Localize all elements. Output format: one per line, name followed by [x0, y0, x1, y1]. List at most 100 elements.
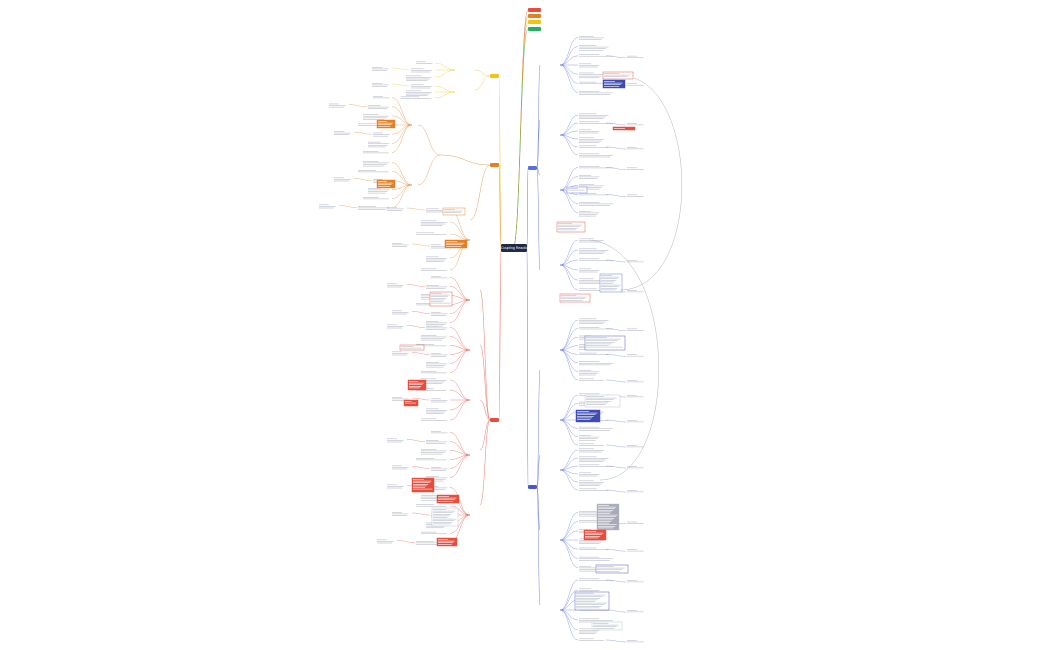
red-outline-box [429, 291, 453, 307]
box-text [597, 571, 620, 572]
text-placeholder [426, 443, 446, 444]
text-placeholder [627, 261, 644, 263]
text-placeholder [627, 83, 637, 84]
branch-node-orange[interactable] [490, 163, 499, 167]
connector-line [605, 259, 627, 263]
text-placeholder [579, 480, 594, 482]
text-placeholder [579, 511, 597, 512]
box-text [601, 284, 621, 286]
text-placeholder [387, 324, 397, 326]
text-placeholder [579, 570, 596, 572]
text-placeholder [579, 290, 609, 291]
text-placeholder [416, 459, 447, 461]
legend-item-red[interactable] [528, 8, 541, 12]
text-placeholder [358, 206, 377, 207]
box-text [576, 602, 608, 604]
text-placeholder [319, 207, 335, 209]
text-placeholder [579, 475, 598, 477]
text-placeholder [426, 258, 448, 259]
box-text [593, 623, 609, 624]
text-placeholder [392, 246, 408, 247]
text-placeholder [627, 57, 644, 59]
text-placeholder [329, 105, 346, 106]
text-placeholder [329, 106, 345, 108]
connector-line [449, 286, 471, 301]
text-placeholder [579, 166, 600, 167]
connector-line [559, 449, 579, 471]
branch-node-red[interactable] [490, 418, 499, 422]
branch-node-yellow[interactable] [490, 74, 499, 78]
box-text [576, 598, 601, 599]
text-placeholder [426, 413, 444, 414]
connector-line [406, 284, 426, 287]
text-placeholder [329, 103, 339, 105]
box-text [598, 524, 617, 525]
text-placeholder [579, 139, 604, 140]
connector-line [559, 609, 579, 631]
box-text [431, 296, 448, 297]
box-text [586, 343, 612, 345]
connector-line [449, 432, 471, 456]
text-placeholder [627, 381, 644, 383]
text-placeholder [579, 521, 614, 523]
connector-line [348, 104, 368, 107]
connector-line [353, 178, 373, 181]
branch-node-blue-upper[interactable] [528, 166, 537, 170]
blue-outline-box [595, 564, 629, 574]
legend-item-yellow[interactable] [528, 20, 541, 24]
text-placeholder [579, 280, 604, 281]
text-placeholder [426, 329, 446, 330]
text-placeholder [579, 113, 597, 115]
orange-filled-box [376, 179, 396, 189]
text-placeholder [421, 496, 447, 498]
connector-line [559, 349, 579, 381]
text-placeholder [579, 566, 592, 567]
box-text [378, 184, 392, 185]
text-placeholder [363, 161, 379, 162]
connector-line [559, 465, 579, 471]
root-node[interactable]: Coupling Reactions [501, 244, 527, 252]
connector-line [536, 369, 541, 488]
text-placeholder [627, 420, 637, 421]
box-text [598, 511, 612, 513]
legend-item-orange[interactable] [528, 14, 541, 18]
text-placeholder [358, 125, 389, 126]
box-text [438, 544, 452, 545]
text-placeholder [426, 327, 448, 329]
connector-line [479, 419, 491, 451]
text-placeholder [579, 147, 609, 148]
box-text [561, 300, 583, 301]
connector-line [474, 75, 491, 91]
text-placeholder [421, 533, 447, 535]
text-placeholder [421, 498, 445, 499]
text-placeholder [334, 132, 351, 134]
legend-connector [512, 28, 529, 249]
legend-item-green[interactable] [528, 27, 541, 31]
branch-node-blue-lower[interactable] [528, 485, 537, 489]
text-placeholder [579, 123, 614, 124]
text-placeholder [627, 194, 637, 196]
connector-line [605, 55, 627, 59]
connector-line [559, 167, 579, 191]
red-filled-box [436, 537, 458, 547]
text-placeholder [627, 445, 637, 446]
text-placeholder [431, 398, 441, 400]
text-placeholder [579, 283, 600, 284]
connector-line [559, 46, 579, 66]
text-placeholder [392, 312, 409, 313]
connector-line [605, 579, 627, 583]
text-placeholder [426, 527, 444, 529]
box-text [577, 416, 594, 417]
text-placeholder [579, 590, 600, 591]
box-text [438, 542, 454, 543]
text-placeholder [363, 198, 389, 200]
text-placeholder [363, 117, 387, 119]
text-placeholder [421, 380, 447, 381]
text-placeholder [627, 610, 637, 611]
text-placeholder [579, 203, 614, 205]
text-placeholder [368, 145, 388, 146]
text-placeholder [421, 495, 437, 496]
connector-line [353, 131, 373, 135]
box-text [378, 122, 393, 124]
